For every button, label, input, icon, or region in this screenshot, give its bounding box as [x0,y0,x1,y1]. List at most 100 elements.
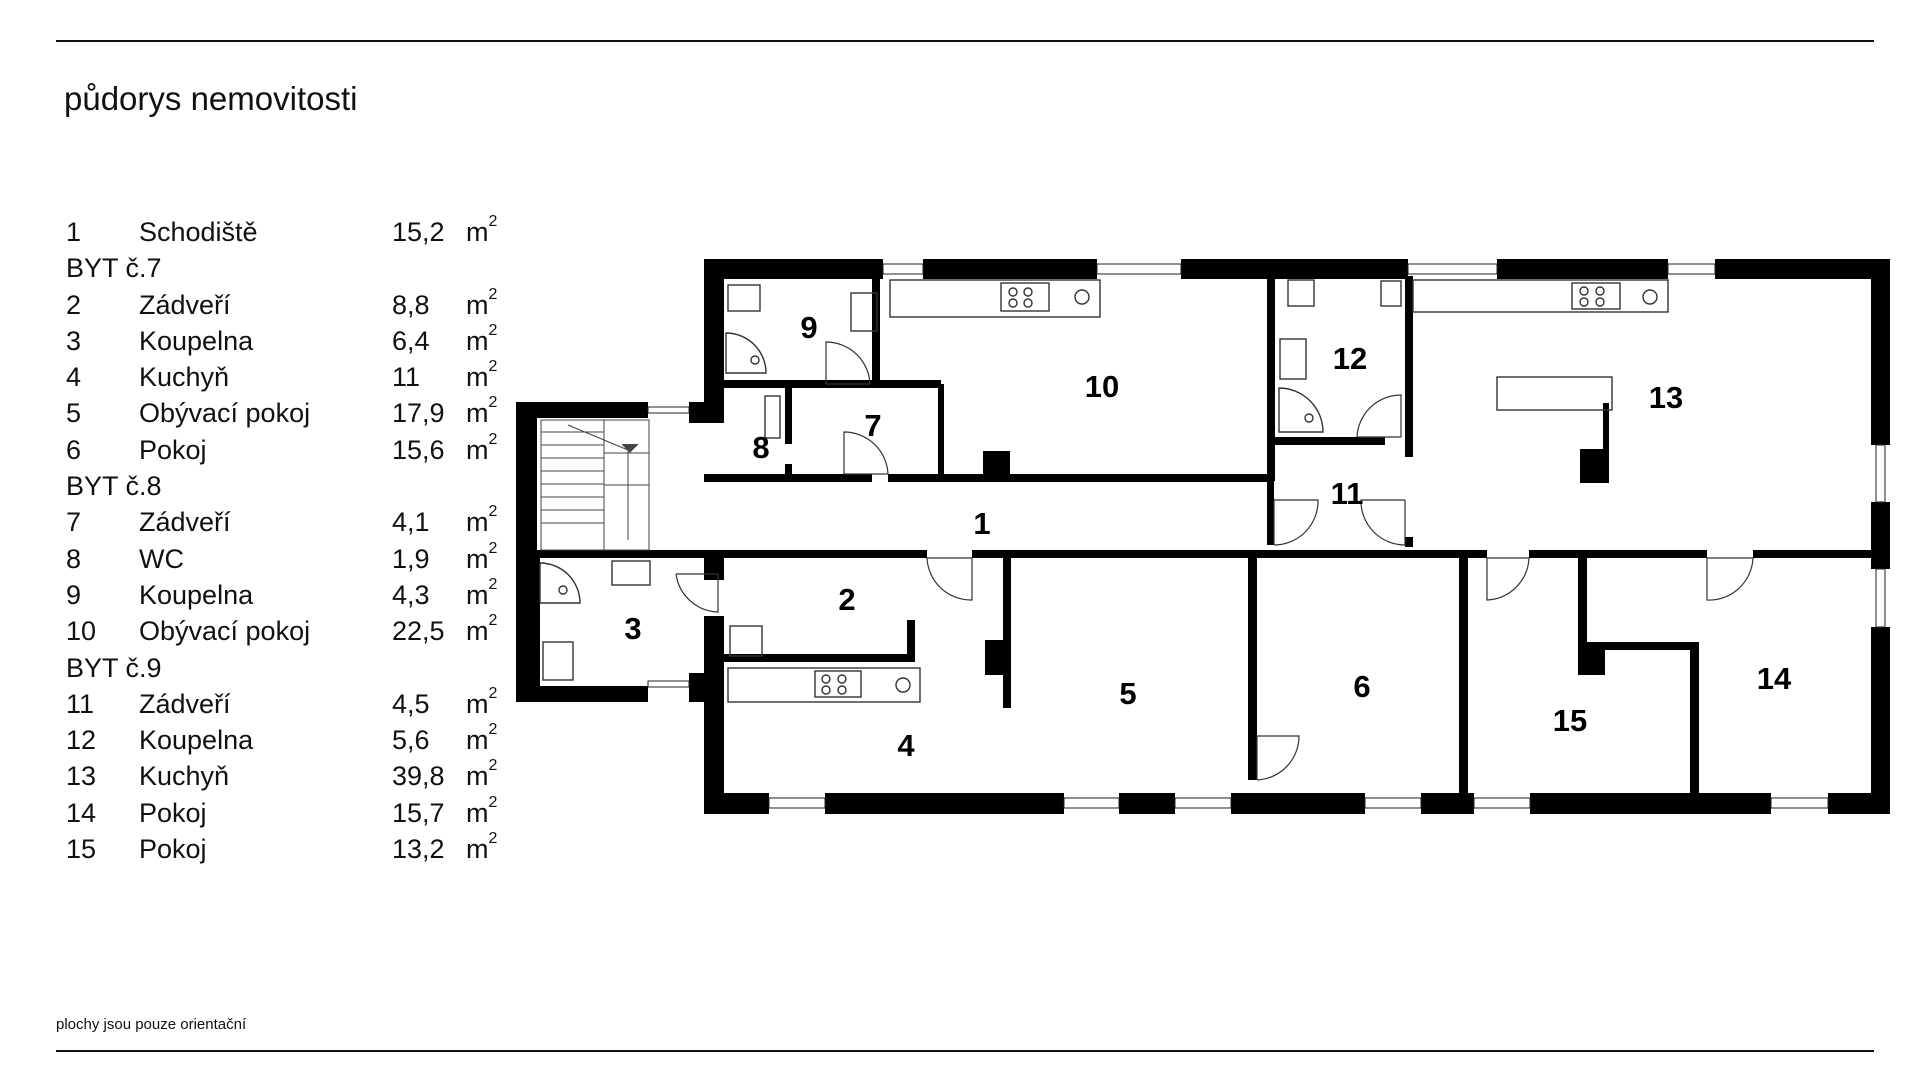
unit-base: m [466,507,489,538]
room-area: 15,7 [392,797,445,828]
room-number: 15 [66,834,97,865]
unit-base: m [466,725,489,756]
room-labels: 1 2 3 4 5 6 7 8 9 10 11 12 13 14 15 [624,310,1792,763]
room-number: 14 [66,797,97,828]
top-rule [56,40,1874,42]
area-unit: m2 [466,359,497,395]
windows [647,263,1886,809]
area-unit: m2 [466,395,497,431]
room-number: 4 [66,362,82,393]
area-unit: m2 [466,539,498,577]
room-area: 5,6 [392,725,430,756]
area-unit: m2 [466,758,497,794]
unit-base: m [466,362,489,393]
room-name: Pokoj [139,797,207,828]
room-name: Zádveří [139,507,231,538]
room-label-7: 7 [864,408,881,443]
room-number: 1 [66,217,82,247]
room-name: WC [139,543,184,574]
unit-exponent: 2 [488,321,498,339]
unit-base: m [466,325,489,356]
room-label-5: 5 [1119,676,1136,711]
room-name: Pokoj [139,834,207,865]
bottom-rule [56,1050,1874,1052]
group-label: BYT č.8 [66,471,162,502]
room-label-13: 13 [1649,380,1683,415]
area-unit: m2 [466,613,497,649]
room-label-6: 6 [1353,669,1370,704]
unit-base: m [466,761,489,792]
room-label-11: 11 [1331,476,1364,511]
room-number: 8 [66,543,82,574]
room-area: 1,9 [392,543,430,574]
room-number: 3 [66,325,82,356]
unit-exponent: 2 [488,503,498,521]
room-label-1: 1 [973,506,990,541]
unit-base: m [466,616,489,647]
room-number: 10 [66,616,97,647]
unit-exponent: 2 [488,358,498,376]
group-label: BYT č.9 [66,652,162,683]
room-name: Zádveří [139,289,231,320]
area-unit: m2 [466,793,498,831]
room-area: 39,8 [392,761,445,792]
room-name: Koupelna [139,325,254,356]
unit-base: m [466,688,489,719]
room-area: 22,5 [392,616,445,647]
room-label-4: 4 [897,728,915,763]
area-unit: m2 [466,285,498,323]
unit-exponent: 2 [488,684,498,702]
unit-base: m [466,398,489,429]
unit-base: m [466,434,489,465]
staircase [540,419,650,551]
room-area: 13,2 [392,834,445,865]
room-number: 13 [66,761,97,792]
room-area: 15,2 [392,217,445,247]
area-unit: m2 [466,722,497,758]
room-area: 6,4 [392,325,430,356]
room-name: Obývací pokoj [139,398,311,429]
room-number: 7 [66,507,82,538]
room-name: Kuchyň [139,761,230,792]
room-number: 12 [66,725,97,756]
group-label: BYT č.7 [66,253,162,284]
unit-base: m [466,217,489,247]
room-name: Schodiště [139,217,258,247]
room-area: 17,9 [392,398,445,429]
room-label-15: 15 [1553,703,1587,738]
room-label-10: 10 [1085,369,1119,404]
room-label-3: 3 [624,611,641,646]
room-label-9: 9 [800,310,817,345]
area-unit: m2 [466,684,498,722]
unit-exponent: 2 [488,430,498,448]
page-title: půdorys nemovitosti [64,80,358,117]
unit-base: m [466,797,489,828]
unit-exponent: 2 [488,394,498,412]
unit-exponent: 2 [488,285,498,303]
room-number: 5 [66,398,82,429]
room-name: Koupelna [139,725,254,756]
room-area: 8,8 [392,289,430,320]
unit-exponent: 2 [488,539,498,557]
doors [675,341,1754,781]
room-label-8: 8 [752,430,769,465]
room-area: 4,3 [392,579,430,610]
area-unit: m2 [466,504,497,540]
room-name: Zádveří [139,688,231,719]
room-area: 4,5 [392,688,430,719]
fixtures [539,279,1669,703]
walls [516,259,1890,814]
room-area: 11 [392,362,421,393]
room-name: Pokoj [139,434,207,465]
room-area: 4,1 [392,507,430,538]
room-number: 2 [66,289,82,320]
area-unit: m2 [466,430,498,468]
unit-base: m [466,289,489,320]
room-label-12: 12 [1333,341,1367,376]
unit-exponent: 2 [488,830,498,848]
area-unit: m2 [466,576,497,613]
area-unit: m2 [466,321,498,359]
room-name: Obývací pokoj [139,616,311,647]
unit-exponent: 2 [488,793,498,811]
